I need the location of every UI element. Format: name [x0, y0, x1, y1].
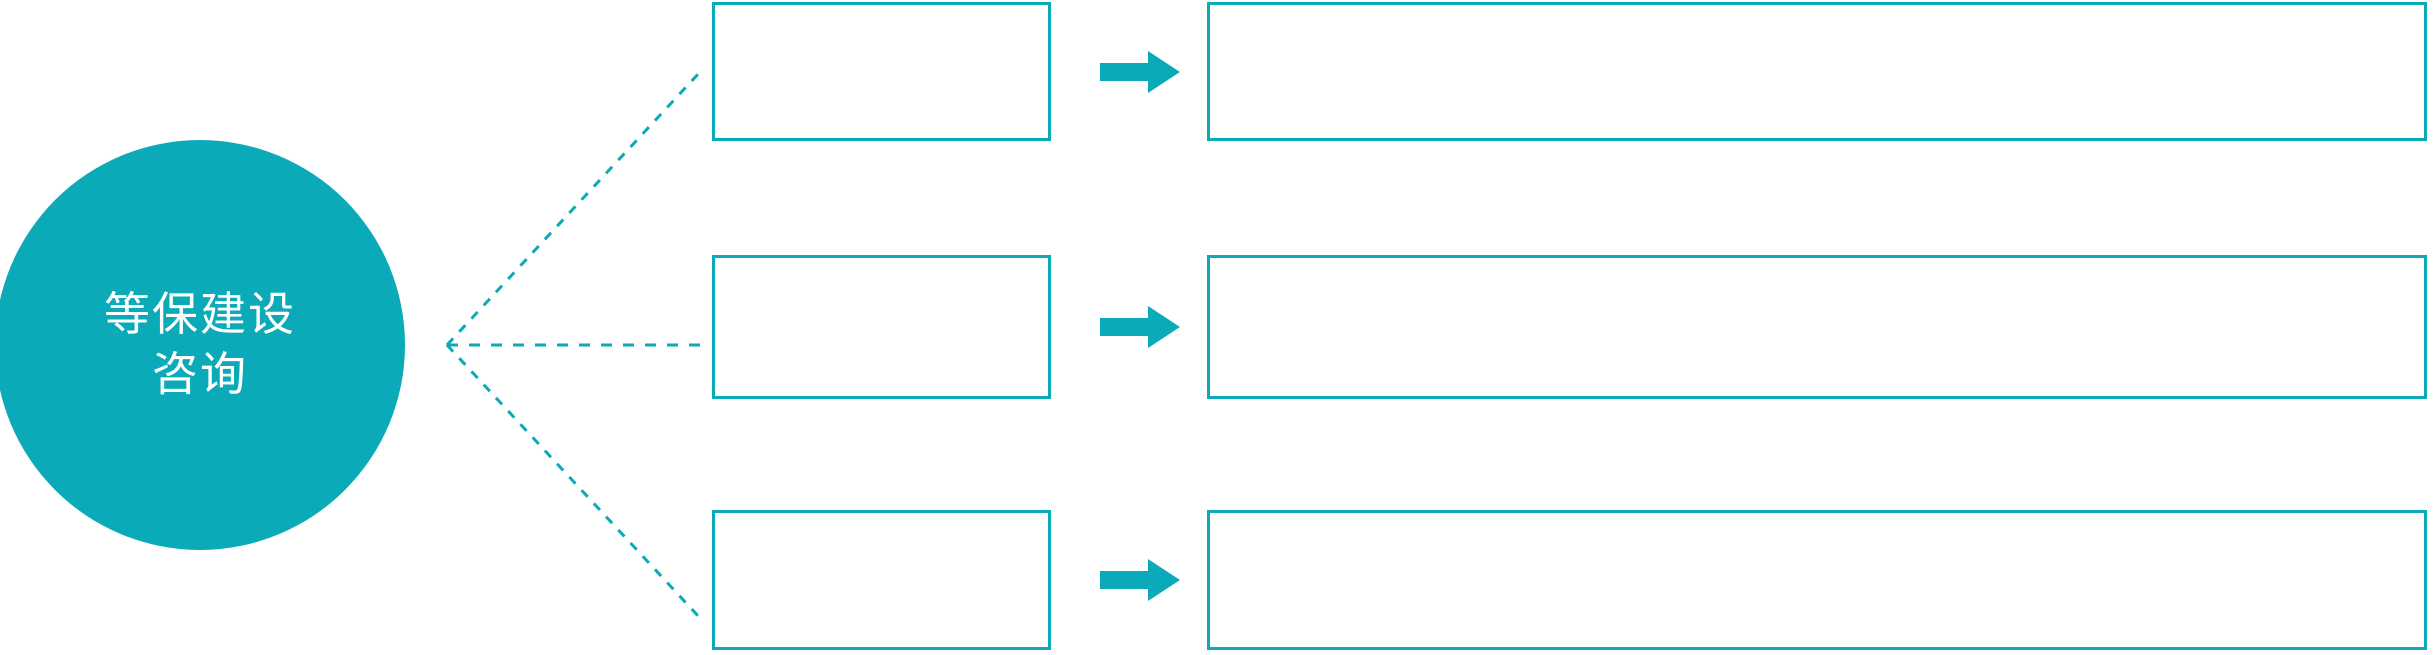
hub-circle[interactable]: 等保建设 咨询	[0, 140, 405, 550]
stage-box-large[interactable]	[1207, 255, 2427, 399]
flow-row	[0, 510, 2434, 650]
right-arrow-icon	[1100, 50, 1180, 93]
right-arrow-icon	[1100, 306, 1180, 348]
stage-box-small[interactable]	[712, 2, 1051, 141]
right-arrow-icon	[1100, 559, 1180, 601]
stage-box-large[interactable]	[1207, 510, 2427, 650]
hub-label-line-2: 咨询	[152, 348, 248, 400]
hub-label-line-1: 等保建设	[104, 288, 296, 341]
flow-row	[0, 2, 2434, 141]
stage-box-small[interactable]	[712, 255, 1051, 399]
flow-row	[0, 255, 2434, 399]
stage-box-large[interactable]	[1207, 2, 2427, 141]
stage-box-small[interactable]	[712, 510, 1051, 650]
